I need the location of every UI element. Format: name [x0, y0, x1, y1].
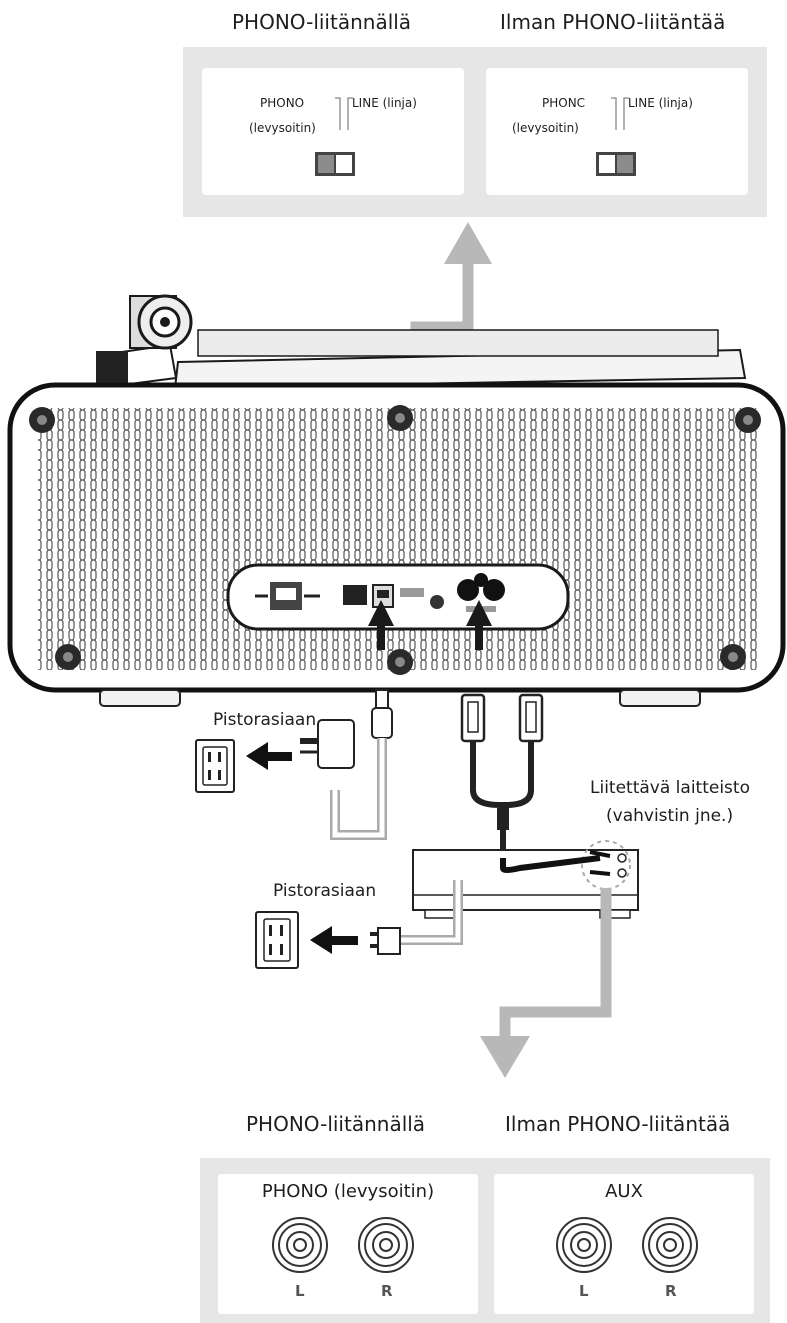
switch-label-line-2: LINE (linja): [628, 96, 693, 110]
amplifier-arrow-down: [499, 888, 612, 1050]
arrow-head-down: [480, 1036, 530, 1078]
device-label-line1: Liitettävä laitteisto: [590, 778, 750, 798]
rca-jack-phono-r: [358, 1217, 414, 1273]
rear-connector-plate: [226, 563, 570, 631]
input-panel-aux: [494, 1174, 754, 1314]
switch-brackets-right: [611, 97, 629, 130]
jack-label-l: L: [295, 1282, 305, 1300]
amplifier-box: [412, 840, 639, 919]
rca-cable: [460, 693, 544, 860]
wall-outlet-lower: [255, 911, 299, 969]
switch-label-phono-sub-2: (levysoitin): [512, 121, 579, 135]
arrow-head-up: [444, 222, 492, 264]
switch-icon-right: [596, 152, 636, 176]
rca-jack-aux-r: [642, 1217, 698, 1273]
outlet-label-lower: Pistorasiaan: [273, 881, 377, 901]
jack-label-l-aux: L: [579, 1282, 589, 1300]
switch-brackets-left: [335, 97, 353, 130]
arrow-to-outlet-lower: [310, 926, 358, 954]
switch-icon-left: [315, 152, 355, 176]
phono-input-title: PHONO (levysoitin): [261, 1181, 435, 1202]
rca-jack-aux-l: [556, 1217, 612, 1273]
switch-label-phono-2: PHONC: [542, 96, 586, 110]
jack-label-r: R: [381, 1282, 393, 1300]
switch-label-phono-sub: (levysoitin): [249, 121, 316, 135]
arrow-to-outlet-upper: [246, 742, 292, 770]
plug-arrows: [368, 600, 492, 650]
aux-input-title: AUX: [605, 1181, 643, 1202]
top-header-without-phono: Ilman PHONO-liitäntää: [500, 10, 726, 34]
switch-label-line: LINE (linja): [352, 96, 417, 110]
power-adapter: [300, 689, 393, 840]
top-header-with-phono: PHONO-liitännällä: [232, 10, 412, 34]
turntable-top: [96, 294, 747, 390]
jack-label-r-aux: R: [665, 1282, 677, 1300]
bottom-header-without-phono: Ilman PHONO-liitäntää: [505, 1112, 731, 1136]
wall-outlet-upper: [195, 739, 235, 793]
rca-jack-phono-l: [272, 1217, 328, 1273]
switch-label-phono: PHONO: [260, 96, 305, 110]
bottom-header-with-phono: PHONO-liitännällä: [246, 1112, 426, 1136]
input-panel-phono: [218, 1174, 478, 1314]
device-label-line2: (vahvistin jne.): [606, 806, 734, 826]
amplifier-power: [370, 880, 463, 955]
turntable-body: [7, 382, 786, 707]
outlet-label-upper: Pistorasiaan: [213, 710, 317, 730]
